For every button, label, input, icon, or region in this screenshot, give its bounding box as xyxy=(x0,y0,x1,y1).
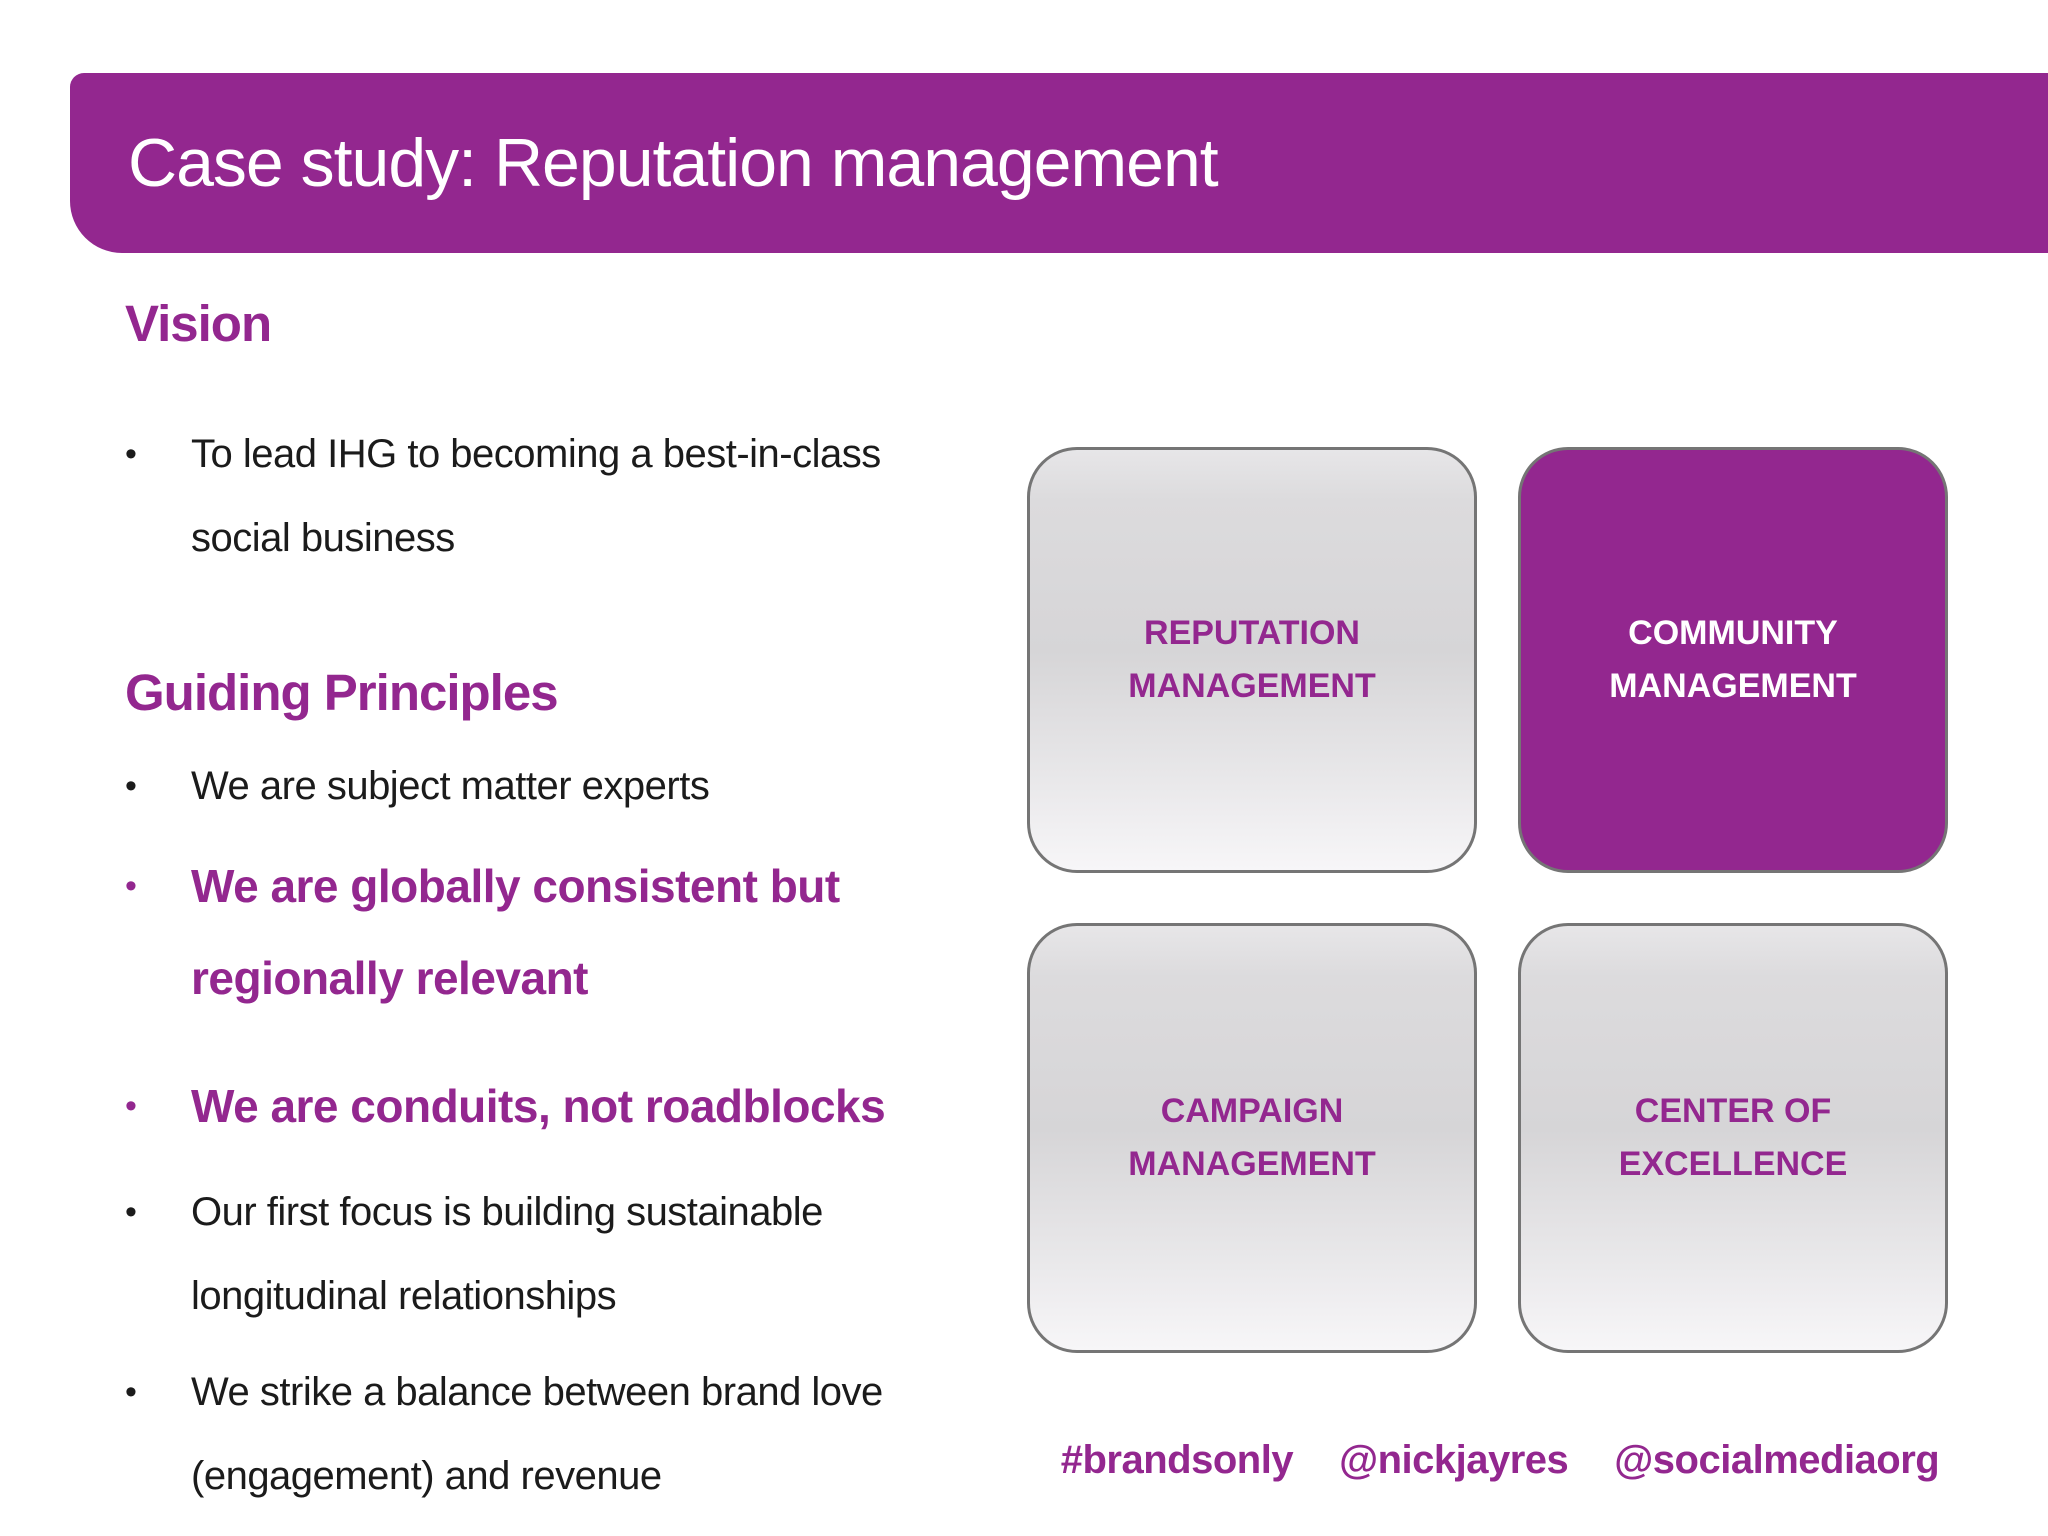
quadrant-grid: REPUTATION MANAGEMENT COMMUNITY MANAGEME… xyxy=(1027,447,1948,1353)
left-column: Vision • To lead IHG to becoming a best-… xyxy=(125,295,985,1536)
quadrant-label: COMMUNITY MANAGEMENT xyxy=(1609,614,1857,705)
hashtag-brandsonly: #brandsonly xyxy=(1060,1438,1294,1482)
guiding-principles-heading: Guiding Principles xyxy=(125,663,559,721)
quadrant-label: CENTER OF EXCELLENCE xyxy=(1618,1092,1848,1183)
bullet-text: We are conduits, not roadblocks xyxy=(191,1080,886,1133)
list-item: • We are globally consistent but regiona… xyxy=(125,840,985,1024)
slide-title: Case study: Reputation management xyxy=(128,125,1219,201)
list-item: • We strike a balance between brand love… xyxy=(125,1350,985,1518)
bullet-text: Our first focus is building sustainable … xyxy=(191,1190,823,1319)
bullet-icon: • xyxy=(125,767,137,806)
quadrant-box-campaign-management: CAMPAIGN MANAGEMENT xyxy=(1027,923,1477,1353)
bullet-icon: • xyxy=(125,1373,137,1412)
list-item: • Our first focus is building sustainabl… xyxy=(125,1170,985,1338)
quadrant-box-reputation-management: REPUTATION MANAGEMENT xyxy=(1027,447,1477,873)
bullet-text: We strike a balance between brand love (… xyxy=(191,1370,883,1499)
handle-nickjayres: @nickjayres xyxy=(1339,1438,1569,1482)
footer-tags: #brandsonly @nickjayres @socialmediaorg xyxy=(1040,1438,1960,1483)
bullet-icon: • xyxy=(125,1193,137,1232)
handle-socialmediaorg: @socialmediaorg xyxy=(1614,1438,1940,1482)
quadrant-box-center-of-excellence: CENTER OF EXCELLENCE xyxy=(1518,923,1948,1353)
list-item: • We are conduits, not roadblocks xyxy=(125,1060,985,1152)
bullet-icon: • xyxy=(125,434,137,473)
bullet-icon: • xyxy=(125,1087,137,1126)
quadrant-box-community-management: COMMUNITY MANAGEMENT xyxy=(1518,447,1948,873)
bullet-text: We are globally consistent but regionall… xyxy=(191,860,840,1005)
quadrant-label: REPUTATION MANAGEMENT xyxy=(1128,614,1376,705)
list-item: • We are subject matter experts xyxy=(125,744,985,828)
vision-heading: Vision xyxy=(125,295,272,352)
bullet-text: To lead IHG to becoming a best-in-class … xyxy=(191,431,881,560)
bullet-text: We are subject matter experts xyxy=(191,764,710,809)
bullet-icon: • xyxy=(125,867,137,906)
slide-title-bar: Case study: Reputation management xyxy=(70,73,2048,253)
list-item: • To lead IHG to becoming a best-in-clas… xyxy=(125,412,985,580)
quadrant-label: CAMPAIGN MANAGEMENT xyxy=(1128,1092,1376,1183)
